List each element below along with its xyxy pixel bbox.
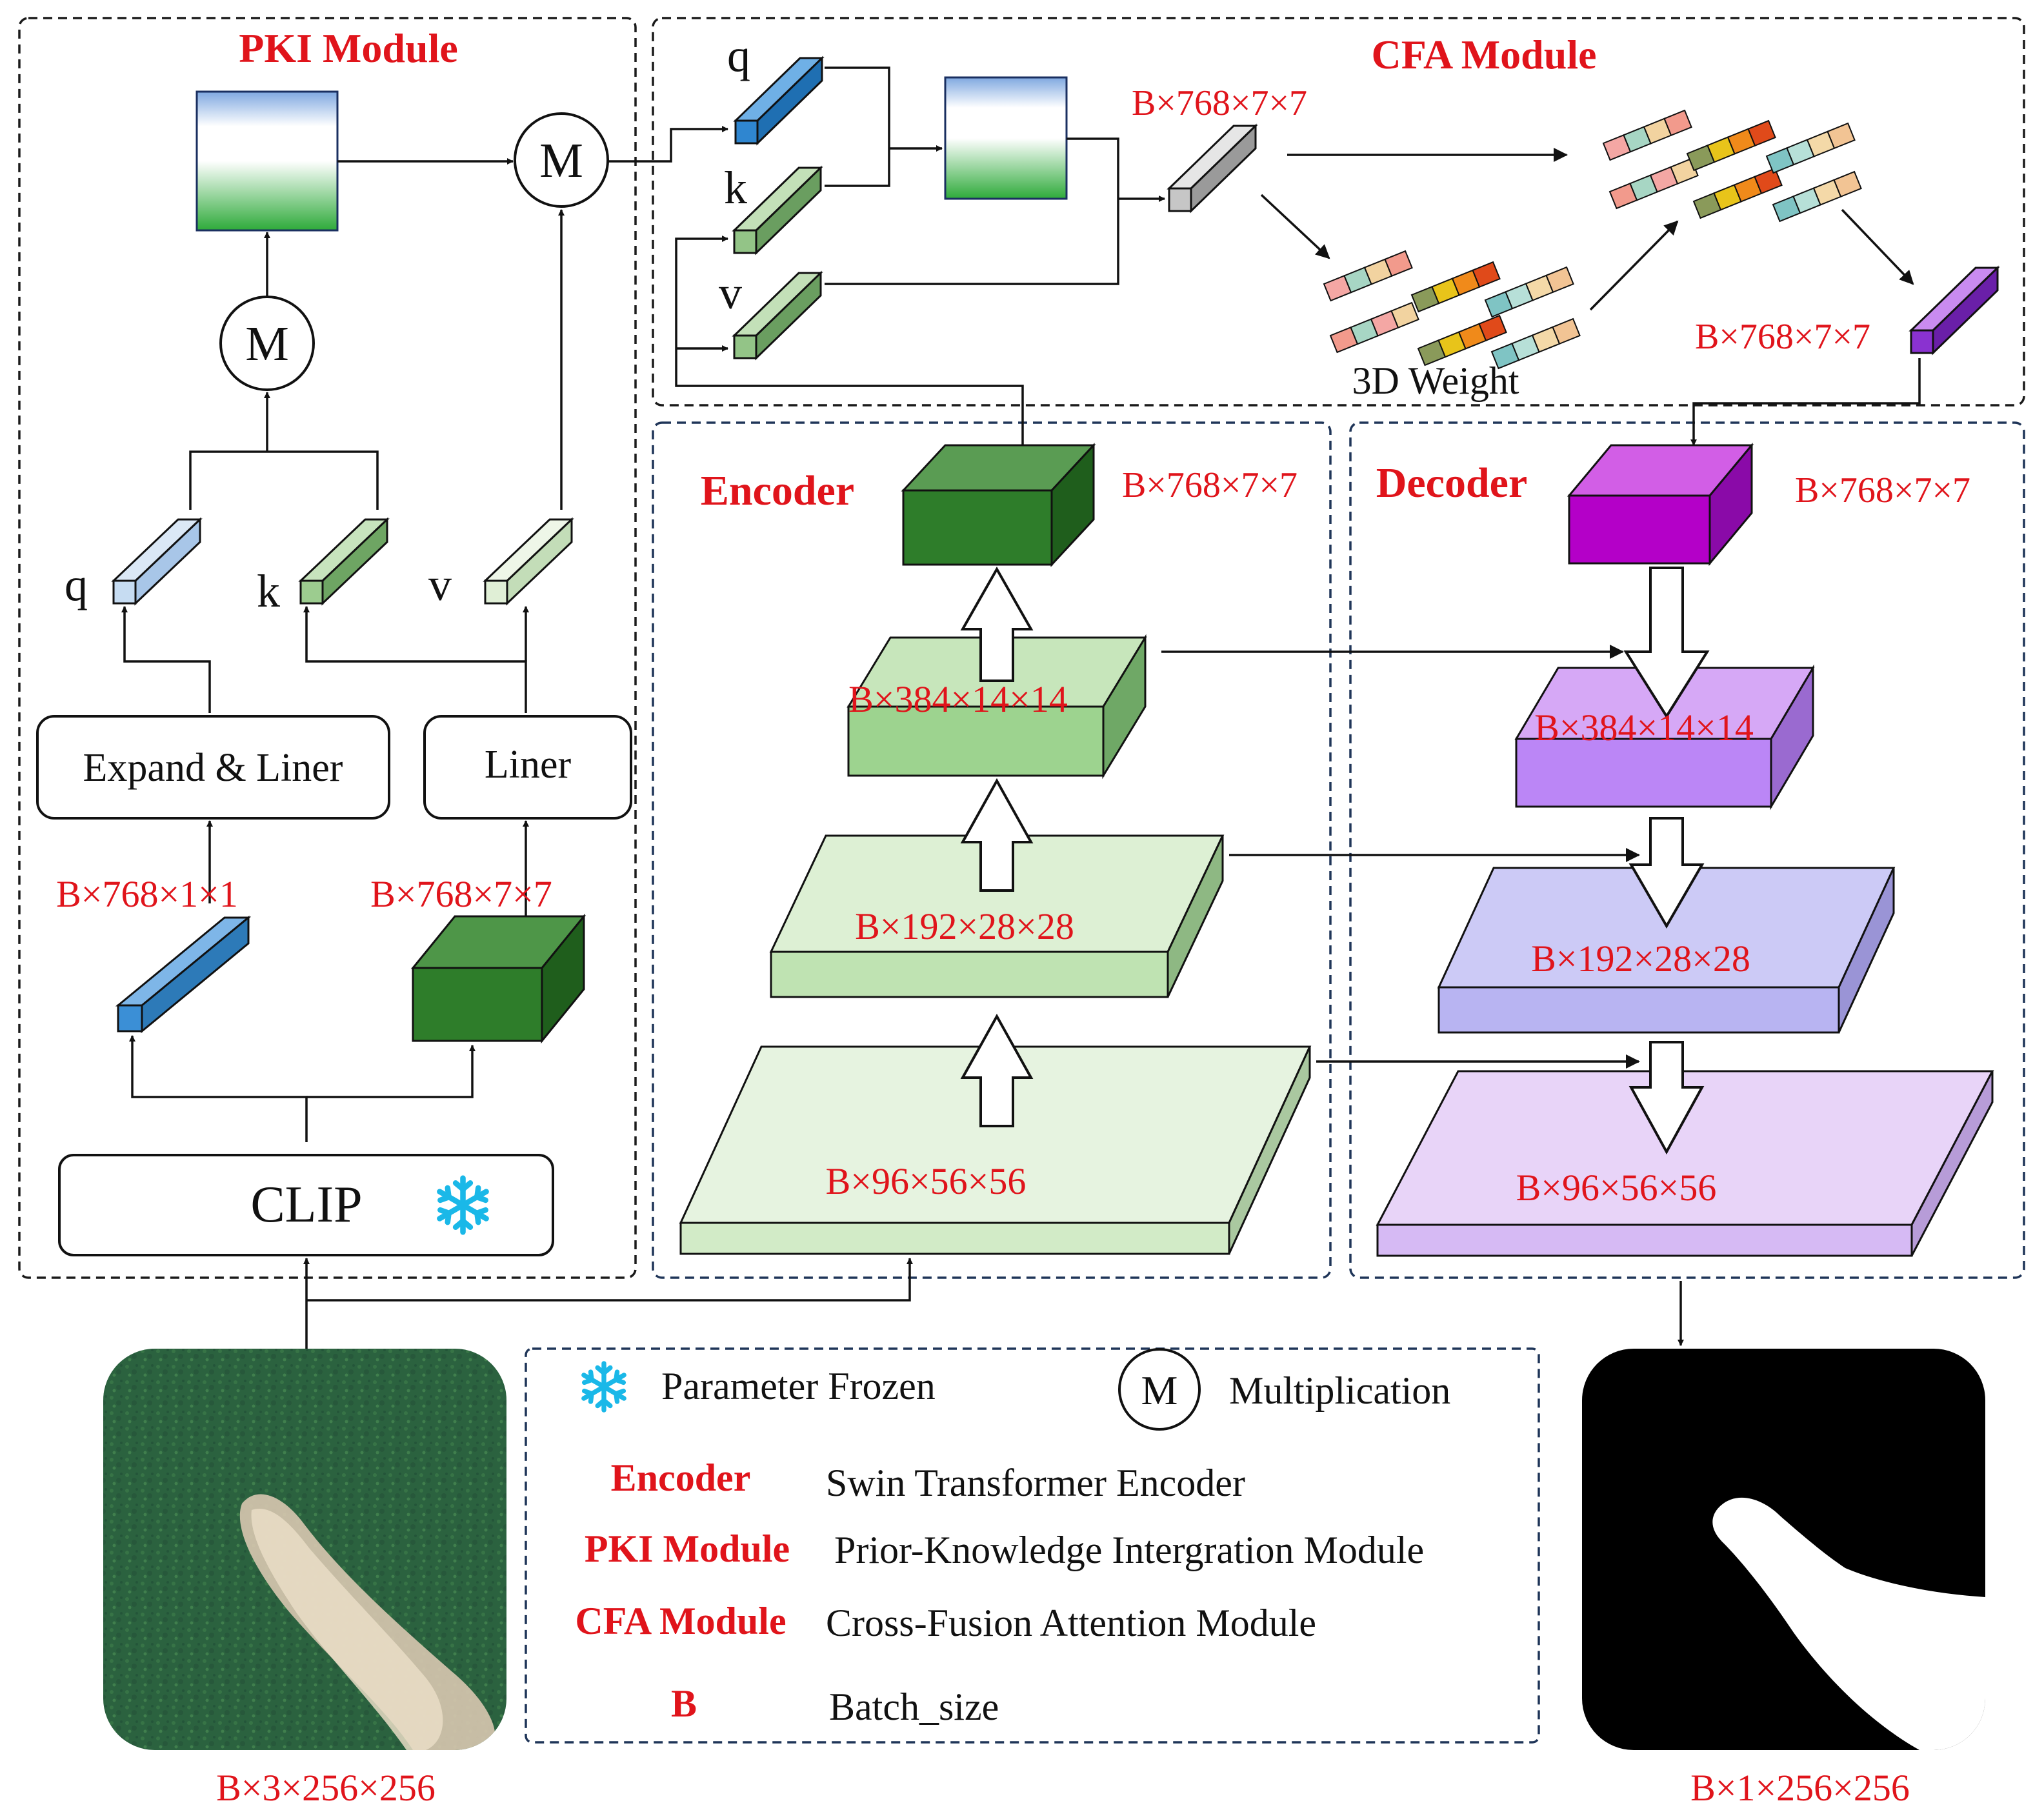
svg-text:CLIP: CLIP	[250, 1176, 362, 1233]
decoder-title: Decoder	[1376, 459, 1528, 507]
legend-multiplication: Multiplication	[1229, 1369, 1450, 1412]
cfa-v-vector	[732, 270, 823, 361]
weighted-feature-block	[1602, 109, 1862, 223]
encoder-stage-1	[679, 1045, 1312, 1255]
legend-desc-pki: Prior-Knowledge Intergration Module	[834, 1529, 1424, 1571]
cfa-output-vector	[1909, 265, 2000, 356]
legend-key-cfa: CFA Module	[575, 1600, 786, 1642]
cfa-fused-vector	[1167, 123, 1258, 214]
cfa-q-label: q	[727, 30, 750, 81]
encoder-stage-2	[769, 834, 1225, 998]
pki-k-vector	[298, 517, 390, 606]
pki-module-frame	[18, 17, 637, 1279]
cfa-module-title: CFA Module	[1371, 32, 1596, 77]
legend-key-b: B	[671, 1682, 697, 1725]
legend-snowflake-icon	[584, 1364, 624, 1410]
decoder-down-arrow-1	[1623, 567, 1710, 719]
output-dim: B×1×256×256	[1690, 1767, 1910, 1809]
cfa-module-frame	[652, 17, 2025, 407]
pki-module-title: PKI Module	[239, 25, 458, 71]
encoder-dim-4: B×768×7×7	[1122, 465, 1298, 505]
encoder-dim-2: B×192×28×28	[855, 905, 1074, 947]
legend-desc-b: Batch_size	[829, 1686, 999, 1728]
encoder-frame	[652, 421, 1332, 1279]
decoder-stage-3	[1514, 664, 1815, 810]
svg-text:M: M	[1141, 1367, 1178, 1413]
svg-text:Liner: Liner	[485, 743, 572, 787]
legend-key-pki: PKI Module	[585, 1527, 790, 1570]
encoder-up-arrow-2	[960, 778, 1034, 892]
input-dim: B×3×256×256	[216, 1767, 436, 1809]
clip-text-feature	[115, 915, 252, 1034]
encoder-up-arrow-3	[960, 566, 1034, 682]
pki-attention-map	[195, 90, 339, 232]
decoder-dim-3: B×384×14×14	[1534, 707, 1754, 749]
svg-text:M: M	[245, 317, 289, 371]
legend-frame	[525, 1347, 1540, 1744]
cfa-attention-map	[944, 76, 1068, 200]
svg-text:Expand & Liner: Expand & Liner	[83, 746, 343, 790]
liner-block: Liner	[423, 715, 632, 820]
encoder-title: Encoder	[701, 467, 854, 514]
legend-multiply-icon: M	[1118, 1348, 1201, 1431]
3d-weight-block	[1323, 250, 1581, 370]
encoder-stage-4	[901, 443, 1096, 567]
decoder-dim-4: B×768×7×7	[1795, 470, 1970, 510]
3d-weight-label: 3D Weight	[1352, 359, 1519, 402]
decoder-down-arrow-2	[1628, 817, 1705, 929]
svg-text:M: M	[539, 134, 583, 188]
legend-desc-cfa: Cross-Fusion Attention Module	[826, 1602, 1316, 1644]
image-feature-dim: B×768×7×7	[370, 873, 552, 915]
legend-desc-encoder: Swin Transformer Encoder	[826, 1462, 1245, 1504]
expand-liner-block: Expand & Liner	[36, 715, 390, 820]
pki-multiply-mid: M	[219, 296, 315, 391]
encoder-dim-1: B×96×56×56	[826, 1160, 1027, 1202]
decoder-stage-4	[1567, 442, 1754, 567]
decoder-stage-1	[1376, 1070, 1994, 1257]
legend-key-encoder: Encoder	[611, 1456, 751, 1499]
decoder-down-arrow-3	[1628, 1041, 1705, 1155]
decoder-dim-1: B×96×56×56	[1516, 1167, 1717, 1209]
clip-block: CLIP	[58, 1154, 554, 1256]
pki-multiply-top: M	[514, 112, 609, 208]
cfa-k-label: k	[724, 162, 747, 214]
output-mask	[1582, 1349, 1985, 1750]
pki-v-vector	[483, 517, 574, 606]
legend-frozen: Parameter Frozen	[661, 1365, 936, 1407]
pki-q-label: q	[65, 559, 88, 610]
decoder-dim-2: B×192×28×28	[1531, 938, 1750, 980]
text-feature-dim: B×768×1×1	[56, 873, 238, 915]
cfa-v-label: v	[719, 267, 742, 319]
decoder-frame	[1349, 421, 2025, 1279]
pki-v-label: v	[428, 559, 452, 610]
clip-image-feature	[410, 913, 586, 1044]
cfa-out-dim: B×768×7×7	[1695, 317, 1870, 357]
cfa-mid-dim: B×768×7×7	[1132, 83, 1307, 123]
cfa-k-vector	[732, 165, 823, 256]
pki-q-vector	[111, 517, 203, 606]
pki-k-label: k	[257, 565, 280, 617]
encoder-dim-3: B×384×14×14	[848, 678, 1068, 720]
cfa-q-vector	[733, 55, 825, 146]
input-image	[103, 1349, 506, 1750]
encoder-up-arrow-1	[960, 1013, 1034, 1127]
